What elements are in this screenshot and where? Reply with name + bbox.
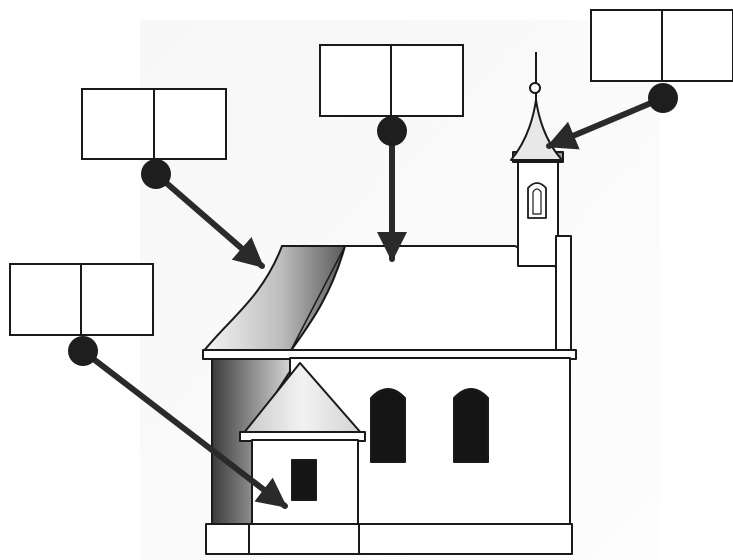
connector-dot-apse-roof <box>141 159 171 189</box>
arrow-apse-roof <box>153 171 265 269</box>
chapel-illustration <box>202 52 577 555</box>
tower-window-inner <box>532 188 542 215</box>
label-box-side-chapel[interactable] <box>9 263 154 336</box>
label-box-apse-roof[interactable] <box>81 88 227 160</box>
side-chapel-window <box>291 459 317 501</box>
connector-dot-nave-roof <box>377 116 407 146</box>
label-box-tower-spire[interactable] <box>590 9 733 82</box>
roof-ridge-line <box>289 245 346 353</box>
connector-dot-side-chapel <box>68 336 98 366</box>
nave-window-left <box>370 388 406 463</box>
arrow-tower-spire <box>546 95 666 150</box>
plinth <box>205 523 573 555</box>
tower-side <box>555 235 572 357</box>
arrow-side-chapel <box>80 348 288 509</box>
label-box-nave-roof[interactable] <box>319 44 464 117</box>
spire-orb <box>529 82 541 94</box>
connector-dot-tower-spire <box>648 83 678 113</box>
nave-window-right <box>453 388 489 463</box>
